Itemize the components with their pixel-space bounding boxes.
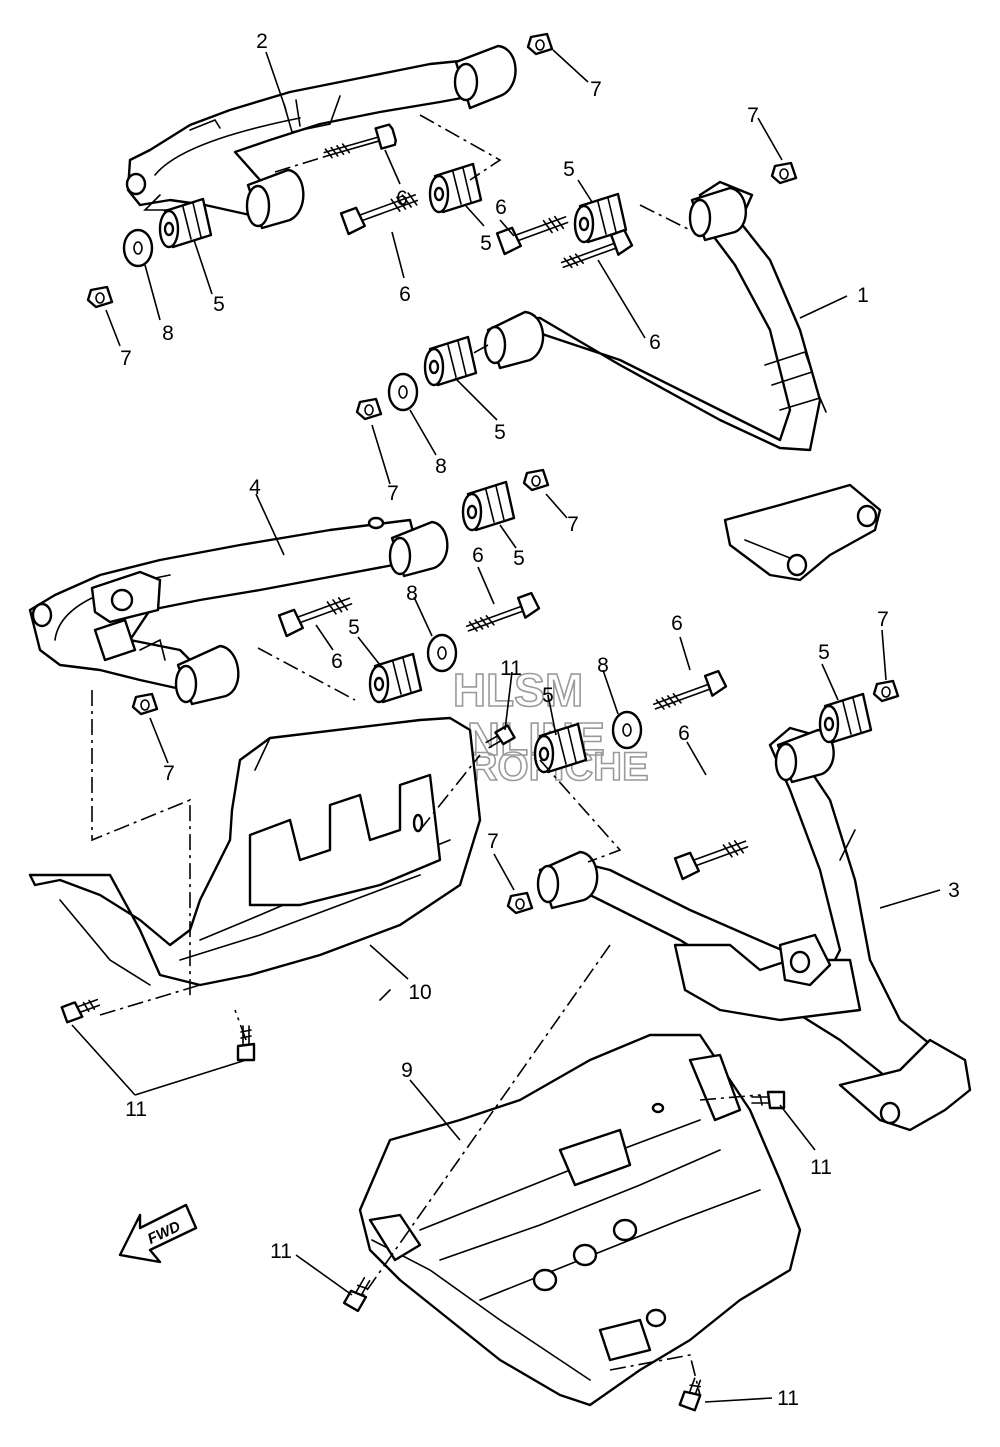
- callout-7d: 7: [387, 482, 399, 505]
- skid-plate-rear-part-9: [358, 1033, 802, 1407]
- screw-11f: [485, 724, 516, 749]
- bolt-6f: [465, 591, 541, 632]
- callout-6d: 6: [649, 331, 661, 354]
- nut-7h: [506, 891, 534, 915]
- nut-group-part-7: [86, 32, 900, 915]
- fwd-arrow-icon: FWD: [118, 1203, 198, 1264]
- callout-11d: 11: [270, 1240, 292, 1263]
- bolt-group-part-6: [277, 123, 749, 881]
- callout-7c: 7: [120, 347, 132, 370]
- callout-5d: 5: [494, 421, 506, 444]
- bolt-6e: [277, 597, 353, 638]
- watermark-line1: HLSM: [453, 664, 583, 716]
- screw-11e: [678, 1377, 702, 1412]
- callout-2: 2: [256, 30, 268, 53]
- nut-7a: [526, 32, 554, 56]
- bushing-5f: [368, 652, 423, 704]
- callout-6c: 6: [399, 283, 411, 306]
- callout-7e: 7: [567, 513, 579, 536]
- callout-4: 4: [249, 476, 261, 499]
- callout-6g: 6: [671, 612, 683, 635]
- callout-6h: 6: [678, 722, 690, 745]
- washer-8a: [122, 228, 154, 268]
- callout-6a: 6: [495, 196, 507, 219]
- callout-5e: 5: [513, 547, 525, 570]
- bolt-6d: [560, 228, 634, 269]
- screw-11a: [60, 998, 101, 1024]
- callout-11e: 11: [777, 1387, 799, 1410]
- callout-5c: 5: [213, 293, 225, 316]
- lower-arm-left-part-4: [28, 516, 449, 706]
- callout-7a: 7: [590, 78, 602, 101]
- bushing-group-part-5: [158, 162, 873, 774]
- washer-8d: [611, 710, 643, 750]
- upper-arm-right-part-1: [483, 180, 882, 582]
- callout-7h: 7: [487, 830, 499, 853]
- callout-10: 10: [408, 981, 431, 1004]
- callout-7b: 7: [747, 104, 759, 127]
- leader-lines: [71, 49, 941, 1403]
- bolt-6a: [323, 123, 397, 159]
- bolt-6h: [673, 840, 749, 881]
- callout-7f: 7: [877, 608, 889, 631]
- callout-5b: 5: [480, 232, 492, 255]
- callout-9: 9: [401, 1059, 413, 1082]
- callout-8d: 8: [597, 654, 609, 677]
- bolt-6c: [495, 215, 569, 256]
- callout-8a: 8: [162, 322, 174, 345]
- callout-6b: 6: [396, 187, 408, 210]
- bushing-5d: [423, 335, 478, 387]
- washer-group-part-8: [122, 228, 643, 750]
- callout-5f: 5: [348, 616, 360, 639]
- callout-5g: 5: [542, 684, 554, 707]
- skid-plate-front-part-10: [28, 716, 482, 1001]
- callout-1: 1: [857, 284, 869, 307]
- callout-5h: 5: [818, 641, 830, 664]
- callout-5a: 5: [563, 158, 575, 181]
- callout-7g: 7: [163, 762, 175, 785]
- callout-numbers: 2 7 7 5 1 6 6 5 6 5 8 7 6 5 8 7 4 7 5 6 …: [120, 30, 960, 1410]
- screw-11b: [236, 1025, 256, 1062]
- bushing-5b: [428, 162, 483, 214]
- bushing-5e: [461, 480, 516, 532]
- assembly-lines: [91, 114, 761, 1396]
- bushing-5c: [573, 192, 628, 244]
- bolt-6b: [339, 192, 419, 236]
- callout-11b: 11: [125, 1098, 147, 1121]
- nut-7c: [86, 285, 114, 309]
- bolt-6g: [652, 669, 728, 710]
- callout-3: 3: [948, 879, 960, 902]
- nut-7g: [872, 679, 900, 703]
- screw-group-part-11: [60, 724, 786, 1412]
- nut-7e: [522, 468, 550, 492]
- callout-8b: 8: [435, 455, 447, 478]
- nut-7f: [131, 692, 159, 716]
- screw-11c: [751, 1090, 786, 1110]
- callout-11a: 11: [500, 657, 522, 680]
- callout-11c: 11: [810, 1156, 832, 1179]
- bushing-5g: [533, 722, 588, 774]
- nut-7d: [355, 397, 383, 421]
- nut-7b: [770, 161, 798, 185]
- callout-6e: 6: [472, 544, 484, 567]
- washer-8b: [387, 372, 419, 412]
- lower-arm-right-part-3: [536, 726, 972, 1132]
- screw-11d: [342, 1276, 371, 1313]
- bushing-5a: [158, 197, 213, 249]
- bushing-5h: [818, 692, 873, 744]
- callout-8c: 8: [406, 582, 418, 605]
- callout-6f: 6: [331, 650, 343, 673]
- washer-8c: [426, 633, 458, 673]
